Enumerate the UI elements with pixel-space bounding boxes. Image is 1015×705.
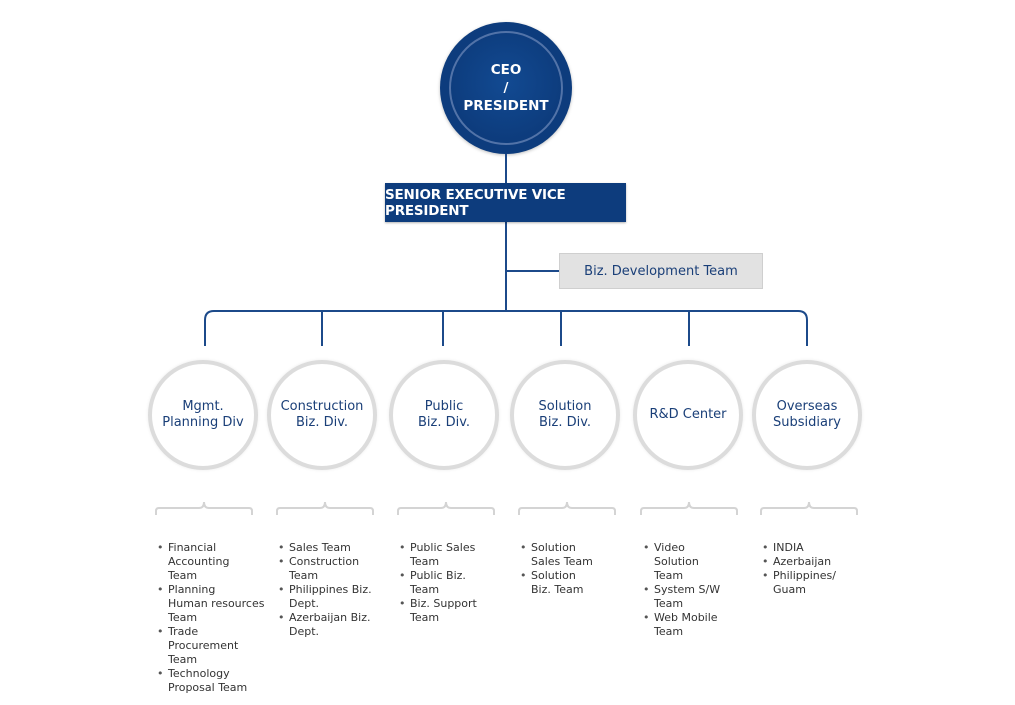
ceo-inner-ring: CEO / PRESIDENT <box>449 31 563 145</box>
ceo-node: CEO / PRESIDENT <box>440 22 572 154</box>
list-item: Philippines/ Guam <box>762 569 872 597</box>
division-label-line2: Biz. Div. <box>295 415 349 430</box>
biz-development-team-box: Biz. Development Team <box>559 253 763 289</box>
list-item: Construction Team <box>278 555 388 583</box>
list-item: Biz. Support Team <box>399 597 509 625</box>
division-solution: Solution Biz. Div. <box>510 360 620 470</box>
division-mgmt-planning: Mgmt. Planning Div <box>148 360 258 470</box>
list-item: Public Sales Team <box>399 541 509 569</box>
team-list-public: Public Sales Team Public Biz. Team Biz. … <box>399 541 509 625</box>
list-item: Azerbaijan <box>762 555 872 569</box>
list-item: Azerbaijan Biz. Dept. <box>278 611 388 639</box>
list-item: Solution Sales Team <box>520 541 630 569</box>
brace-icon <box>760 501 858 515</box>
list-item: Trade Procurement Team <box>157 625 267 667</box>
team-list-overseas: INDIA Azerbaijan Philippines/ Guam <box>762 541 872 597</box>
division-label-line1: Overseas <box>776 399 838 414</box>
president-label: PRESIDENT <box>463 98 549 114</box>
list-item: INDIA <box>762 541 872 555</box>
brace-icon <box>518 501 616 515</box>
list-item: Technology Proposal Team <box>157 667 267 695</box>
division-label-line2: Subsidiary <box>773 415 841 430</box>
team-list-rnd-center: Video Solution Team System S/W Team Web … <box>643 541 753 639</box>
team-list-mgmt-planning: Financial Accounting Team Planning Human… <box>157 541 267 695</box>
list-item: System S/W Team <box>643 583 753 611</box>
division-public: Public Biz. Div. <box>389 360 499 470</box>
list-item: Public Biz. Team <box>399 569 509 597</box>
division-label-line2: Biz. Div. <box>417 415 471 430</box>
brace-icon <box>155 501 253 515</box>
brace-icon <box>640 501 738 515</box>
team-list-construction: Sales Team Construction Team Philippines… <box>278 541 388 639</box>
ceo-label: CEO <box>490 62 522 78</box>
connector-ceo-evp <box>505 154 507 183</box>
division-rnd-center: R&D Center <box>633 360 743 470</box>
division-label-line2: Planning Div <box>162 415 244 430</box>
list-item: Sales Team <box>278 541 388 555</box>
division-overseas: Overseas Subsidiary <box>752 360 862 470</box>
division-label-line1: Public <box>424 399 464 414</box>
division-label-line1: Solution <box>538 399 592 414</box>
division-label-line1: R&D Center <box>649 407 727 422</box>
division-label-line2: Biz. Div. <box>538 415 592 430</box>
biz-development-team-label: Biz. Development Team <box>584 263 738 279</box>
team-list-solution: Solution Sales Team Solution Biz. Team <box>520 541 630 597</box>
list-item: Financial Accounting Team <box>157 541 267 583</box>
senior-evp-box: SENIOR EXECUTIVE VICE PRESIDENT <box>385 183 626 222</box>
division-label-line1: Mgmt. <box>182 399 224 414</box>
division-label-line1: Construction <box>280 399 364 414</box>
list-item: Video Solution Team <box>643 541 753 583</box>
brace-icon <box>276 501 374 515</box>
senior-evp-label: SENIOR EXECUTIVE VICE PRESIDENT <box>385 186 566 219</box>
connector-bizdev <box>505 270 559 272</box>
brace-icon <box>397 501 495 515</box>
division-connector-bar <box>204 310 808 346</box>
division-construction: Construction Biz. Div. <box>267 360 377 470</box>
list-item: Web Mobile Team <box>643 611 753 639</box>
list-item: Philippines Biz. Dept. <box>278 583 388 611</box>
list-item: Solution Biz. Team <box>520 569 630 597</box>
ceo-separator: / <box>503 80 509 96</box>
connector-evp-trunk <box>505 222 507 310</box>
list-item: Planning Human resources Team <box>157 583 267 625</box>
